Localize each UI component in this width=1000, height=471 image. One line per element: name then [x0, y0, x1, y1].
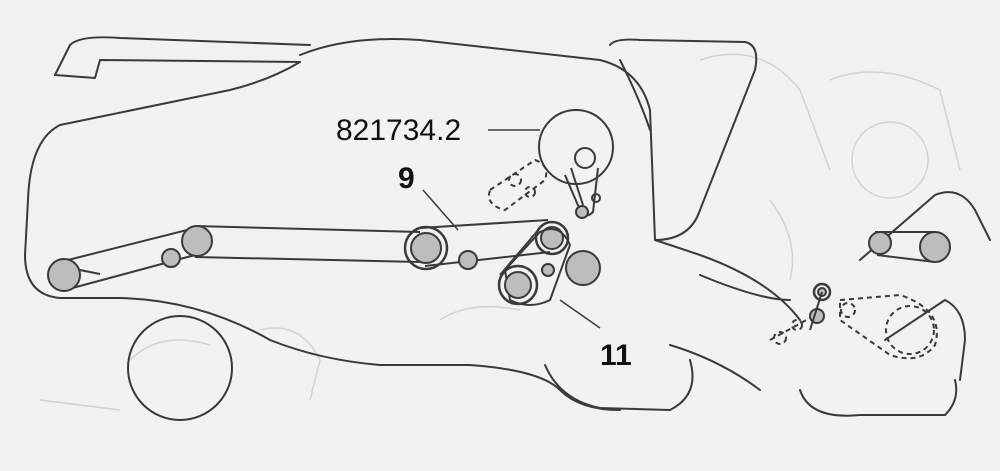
upper-right-pulley	[534, 220, 570, 256]
idler-pulley	[181, 225, 213, 257]
elevator-belt-drive	[47, 225, 421, 292]
small-pulley	[161, 248, 181, 268]
callout-9-label: 9	[398, 162, 415, 195]
leader-lines	[422, 129, 601, 329]
part-number-label: 821734.2	[336, 114, 461, 147]
belt-11-drive	[497, 227, 601, 306]
feeder-small-pulley	[868, 231, 892, 255]
lower-pulley	[497, 264, 539, 306]
lower-right-pulley	[565, 250, 601, 286]
feeder-large-pulley	[919, 231, 951, 263]
reel-pulley	[812, 282, 832, 302]
belt-9-drive	[403, 219, 570, 271]
large-pulley	[538, 109, 614, 185]
feeder-belt-drive	[769, 231, 951, 360]
background-ghost-drawing	[39, 53, 961, 411]
main-pulley	[403, 225, 449, 271]
machine-body-outline	[24, 36, 991, 421]
callout-11-label: 11	[600, 339, 632, 372]
drive-pulley	[47, 258, 81, 292]
upper-pulley-assembly	[488, 109, 614, 219]
small-idler	[458, 250, 478, 270]
